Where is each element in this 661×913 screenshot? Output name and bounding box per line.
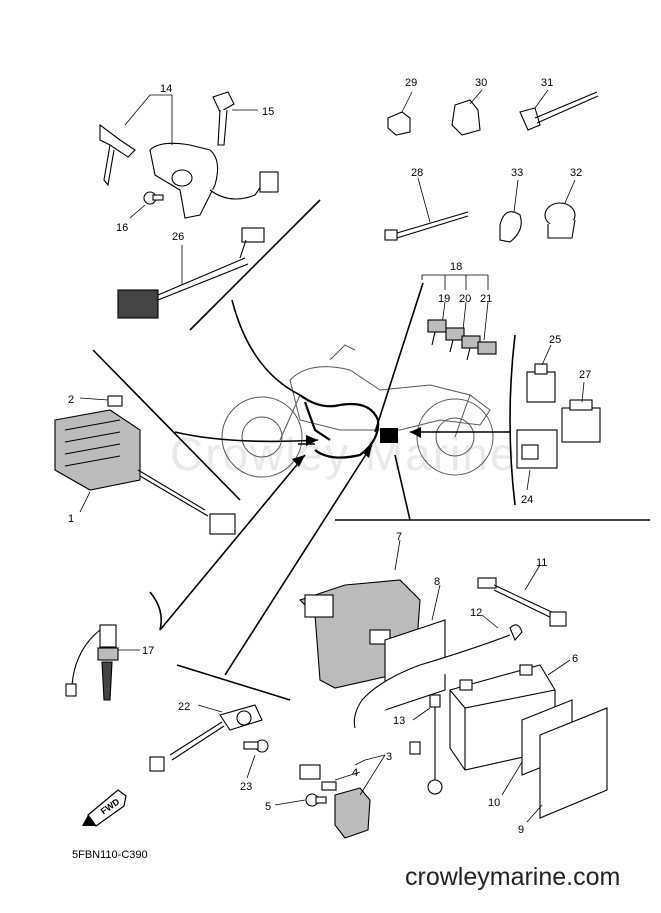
callout-18: 18 — [450, 261, 462, 273]
callout-29: 29 — [405, 77, 417, 89]
callout-3: 3 — [386, 751, 392, 763]
wire-clamp-29 — [387, 111, 411, 136]
callout-11: 11 — [536, 557, 547, 569]
cable-tie-31 — [519, 91, 599, 131]
callout-19: 19 — [438, 293, 450, 305]
callout-lines — [124, 94, 258, 219]
clamp-32 — [544, 202, 576, 239]
callout-30: 30 — [475, 77, 487, 89]
fuse-set — [427, 319, 497, 361]
callout-lines-fuse — [421, 274, 489, 341]
relay-24 — [516, 429, 558, 469]
callout-10: 10 — [488, 797, 500, 809]
relay-25 — [526, 363, 556, 403]
callout-lines-battery — [274, 539, 571, 823]
callout-5: 5 — [265, 801, 271, 813]
callout-25: 25 — [549, 334, 561, 346]
motorcycle-harness — [299, 394, 380, 459]
diagram-code: 5FBN110-C390 — [72, 849, 148, 861]
callout-lines-relay — [526, 344, 585, 491]
rectifier-regulator — [54, 395, 236, 535]
callout-lines-sensor — [197, 704, 256, 779]
callout-17: 17 — [142, 645, 154, 657]
clip-33 — [499, 211, 522, 243]
wire-clamp-30 — [451, 99, 481, 136]
forward-direction-arrow: FWD — [82, 789, 127, 827]
callout-15: 15 — [262, 106, 274, 118]
callout-13: 13 — [393, 715, 405, 727]
speed-sensor — [149, 704, 269, 772]
callout-21: 21 — [480, 293, 492, 305]
callout-22: 22 — [178, 701, 190, 713]
callout-4: 4 — [352, 767, 358, 779]
callout-33: 33 — [511, 167, 523, 179]
callout-27: 27 — [579, 369, 591, 381]
callout-8: 8 — [434, 576, 440, 588]
starter-relay-3 — [299, 764, 371, 839]
seat-pad-9 — [539, 707, 608, 819]
callout-24: 24 — [521, 494, 533, 506]
callout-lines-top — [401, 89, 576, 223]
callout-28: 28 — [411, 167, 423, 179]
battery-strap-11 — [477, 577, 567, 627]
callout-7: 7 — [396, 531, 402, 543]
battery-cable-12 — [353, 624, 523, 729]
sub-wire-harness — [117, 227, 265, 319]
neutral-switch — [65, 624, 119, 701]
callout-14: 14 — [160, 83, 172, 95]
callout-6: 6 — [572, 653, 578, 665]
callout-31: 31 — [541, 77, 553, 89]
main-switch-assembly — [99, 91, 279, 219]
callout-9: 9 — [518, 824, 524, 836]
leader-arrows — [292, 427, 421, 467]
callout-2: 2 — [68, 394, 74, 406]
callout-32: 32 — [570, 167, 582, 179]
watermark: Crowley Marine — [170, 428, 518, 480]
relay-27 — [561, 399, 601, 443]
website-label: crowleymarine.com — [405, 863, 620, 891]
callout-1: 1 — [68, 513, 74, 525]
cable-tie-28 — [384, 211, 469, 241]
callout-20: 20 — [459, 293, 471, 305]
callout-26: 26 — [172, 231, 184, 243]
leader-lines — [92, 199, 650, 701]
callout-16: 16 — [116, 222, 128, 234]
callout-numbers: 1 2 3 4 5 6 7 8 9 10 11 12 13 14 15 16 1… — [68, 77, 591, 836]
motorcycle-outline — [221, 344, 494, 478]
callout-lines-rect — [79, 397, 109, 513]
callout-12: 12 — [470, 607, 482, 619]
battery-cable-13 — [409, 694, 443, 795]
connector-block — [380, 428, 398, 443]
callout-23: 23 — [240, 781, 252, 793]
